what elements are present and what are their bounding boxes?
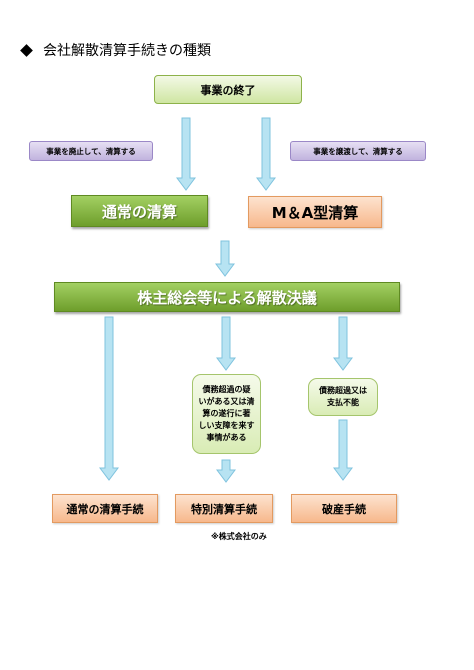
cond-special-line-2: いがある又は清 xyxy=(198,397,255,406)
node-normal-procedure: 通常の清算手続 xyxy=(52,494,158,523)
page-title: 会社解散清算手続きの種類 xyxy=(18,40,211,60)
arrow-resolution-to-normal-procedure xyxy=(99,316,119,481)
node-bankruptcy: 破産手続 xyxy=(291,494,397,523)
node-bankruptcy-label: 破産手続 xyxy=(322,502,366,516)
node-normal-liquidation: 通常の清算 xyxy=(71,195,208,227)
node-resolution: 株主総会等による解散決議 xyxy=(54,282,400,312)
arrow-to-resolution xyxy=(215,240,235,277)
cond-special-line-3: 算の遂行に著 xyxy=(202,409,251,418)
page-title-text: 会社解散清算手続きの種類 xyxy=(43,43,211,59)
note-abolish: 事業を廃止して、清算する xyxy=(29,141,153,161)
arrow-resolution-to-cond-bankrupt xyxy=(333,316,353,371)
node-resolution-label: 株主総会等による解散決議 xyxy=(137,288,317,307)
node-normal-liquidation-label: 通常の清算 xyxy=(101,202,177,221)
arrow-end-to-ma xyxy=(256,117,276,191)
arrow-end-to-normal xyxy=(176,117,196,191)
node-special-procedure: 特別清算手続 xyxy=(175,494,273,523)
note-abolish-label: 事業を廃止して、清算する xyxy=(46,146,136,156)
node-ma-liquidation-label: M＆A型清算 xyxy=(271,203,359,222)
node-special-procedure-label: 特別清算手続 xyxy=(191,502,257,516)
condition-bankruptcy: 債務超過又は 支払不能 xyxy=(308,378,378,416)
node-end-business-label: 事業の終了 xyxy=(200,83,256,97)
cond-bankrupt-line-2: 支払不能 xyxy=(327,398,359,407)
note-transfer: 事業を譲渡して、清算する xyxy=(290,141,426,161)
cond-special-line-4: しい支障を来す xyxy=(198,421,255,430)
node-normal-procedure-label: 通常の清算手続 xyxy=(66,502,144,516)
cond-bankrupt-line-1: 債務超過又は xyxy=(319,386,367,395)
cond-special-line-1: 債務超過の疑 xyxy=(202,385,251,394)
condition-special-liquidation: 債務超過の疑 いがある又は清 算の遂行に著 しい支障を来す 事情がある xyxy=(192,374,261,454)
arrow-cond-bankrupt-to-bankruptcy xyxy=(333,419,353,481)
node-ma-liquidation: M＆A型清算 xyxy=(248,196,382,228)
arrow-resolution-to-cond-special xyxy=(216,316,236,371)
cond-special-line-5: 事情がある xyxy=(206,433,247,442)
footnote: ※株式会社のみ xyxy=(211,532,267,541)
node-end-business: 事業の終了 xyxy=(154,75,302,104)
arrow-cond-special-to-special-procedure xyxy=(216,459,236,483)
note-transfer-label: 事業を譲渡して、清算する xyxy=(313,146,403,156)
